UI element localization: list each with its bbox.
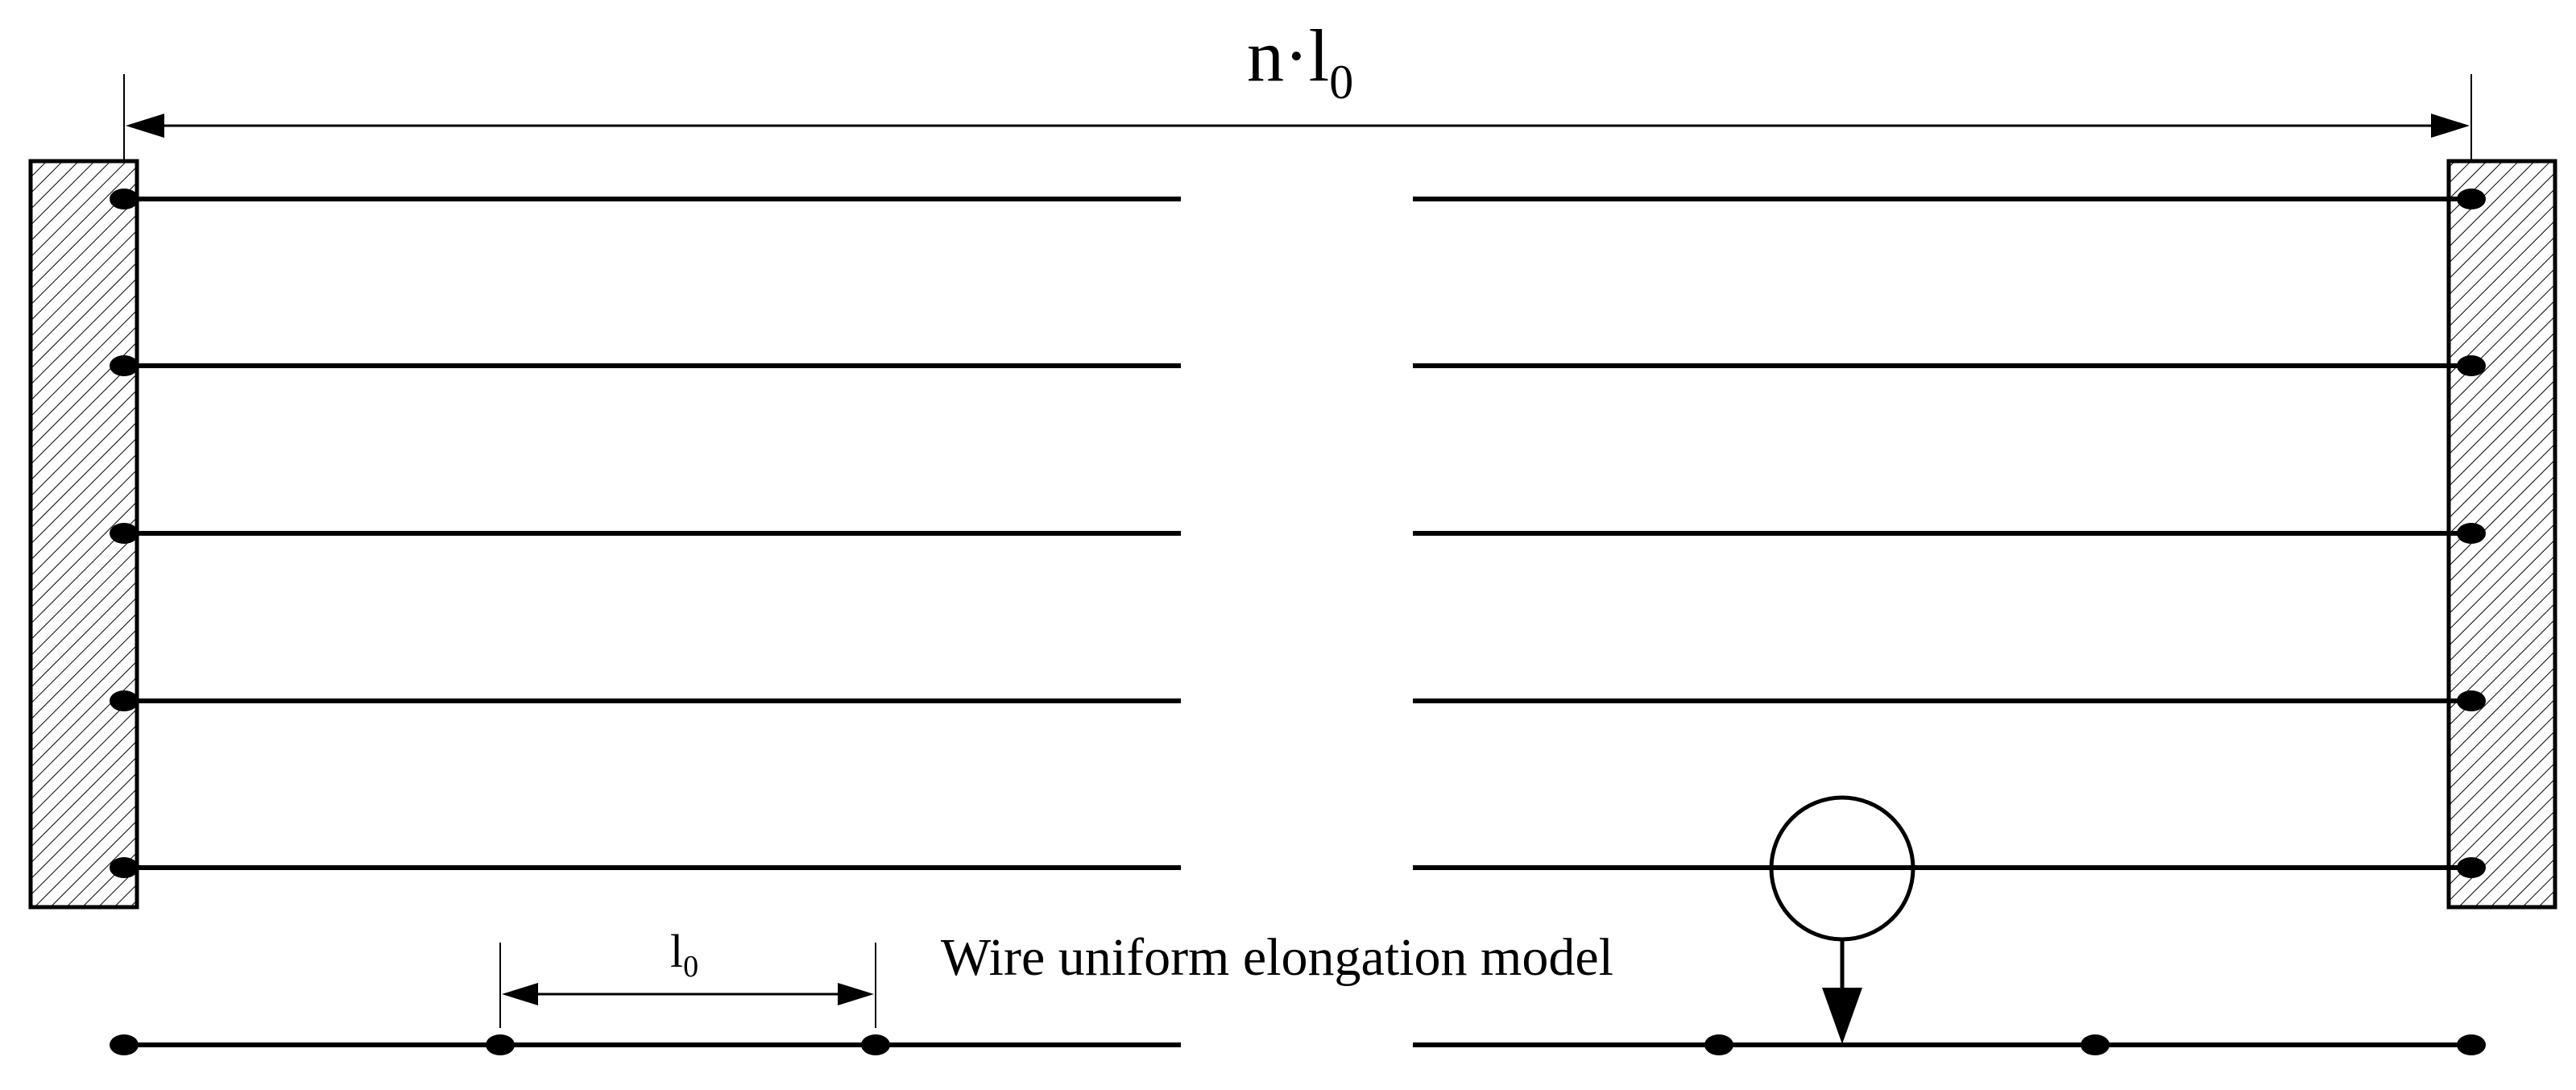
segment-arrowhead-right — [838, 983, 874, 1005]
wire-end-node — [110, 355, 139, 376]
wire-end-node — [110, 189, 139, 209]
elongation-wire — [110, 1034, 2486, 1055]
segment-length-dimension: l0 — [499, 925, 876, 1028]
total-length-subscript: 0 — [1329, 56, 1353, 109]
segment-length-subscript: 0 — [683, 950, 698, 984]
segment-length-base: l — [670, 925, 683, 977]
wire-1 — [110, 189, 2486, 209]
total-length-base: n·l — [1247, 15, 1329, 97]
wire-node — [110, 1034, 139, 1055]
wire-node — [861, 1034, 890, 1055]
dimension-arrowhead-left — [126, 114, 164, 138]
wire-end-node — [2457, 857, 2486, 878]
wire-end-node — [2457, 189, 2486, 209]
wire-end-node — [2457, 690, 2486, 711]
dimension-arrowhead-right — [2431, 114, 2470, 138]
wire-end-node — [110, 690, 139, 711]
detail-callout — [1769, 795, 1915, 1044]
wire-5 — [110, 857, 2486, 878]
wire-node — [486, 1034, 515, 1055]
wire-node — [2081, 1034, 2110, 1055]
wire-2 — [110, 355, 2486, 376]
model-caption: Wire uniform elongation model — [941, 928, 1613, 987]
segment-arrowhead-left — [502, 983, 538, 1005]
wire-end-node — [2457, 355, 2486, 376]
wire-end-node — [110, 857, 139, 878]
wire-4 — [110, 690, 2486, 711]
total-length-dimension: n·l0 — [123, 15, 2472, 161]
wire-end-node — [110, 523, 139, 544]
segment-length-label: l0 — [670, 925, 698, 984]
detail-arrowhead — [1822, 988, 1862, 1044]
total-length-label: n·l0 — [1247, 15, 1353, 109]
wire-node — [2457, 1034, 2486, 1055]
wire-node — [1704, 1034, 1733, 1055]
wire-3 — [110, 523, 2486, 544]
wire-end-node — [2457, 523, 2486, 544]
